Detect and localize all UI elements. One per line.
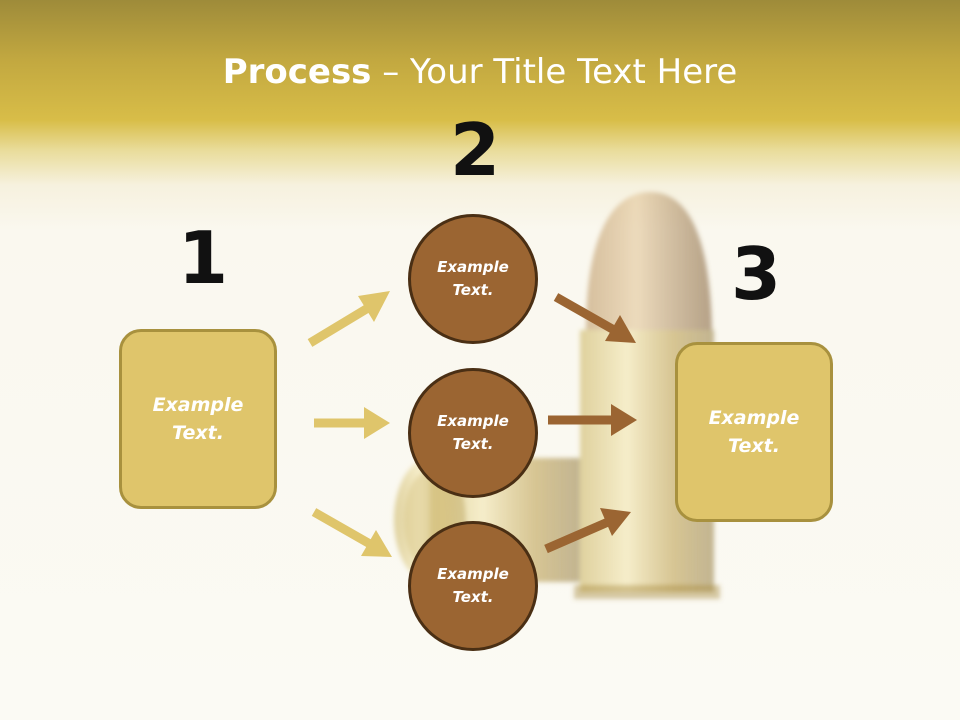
step-number-2: 2: [450, 108, 501, 192]
box-start-text: Example Text.: [152, 393, 244, 445]
circle-bottom-text: Example Text.: [437, 564, 509, 606]
process-circle-middle[interactable]: Example Text.: [408, 368, 538, 498]
process-circle-top[interactable]: Example Text.: [408, 214, 538, 344]
title-bold: Process: [222, 52, 372, 92]
step-number-1: 1: [178, 216, 229, 300]
process-box-end[interactable]: Example Text.: [675, 342, 833, 522]
process-circle-bottom[interactable]: Example Text.: [408, 521, 538, 651]
circle-middle-text: Example Text.: [437, 411, 509, 453]
title-rest: – Your Title Text Here: [371, 52, 738, 92]
slide-title: Process – Your Title Text Here: [0, 52, 960, 92]
box-end-text: Example Text.: [708, 406, 800, 458]
step-number-3: 3: [731, 232, 782, 316]
process-box-start[interactable]: Example Text.: [119, 329, 277, 509]
circle-top-text: Example Text.: [437, 257, 509, 299]
